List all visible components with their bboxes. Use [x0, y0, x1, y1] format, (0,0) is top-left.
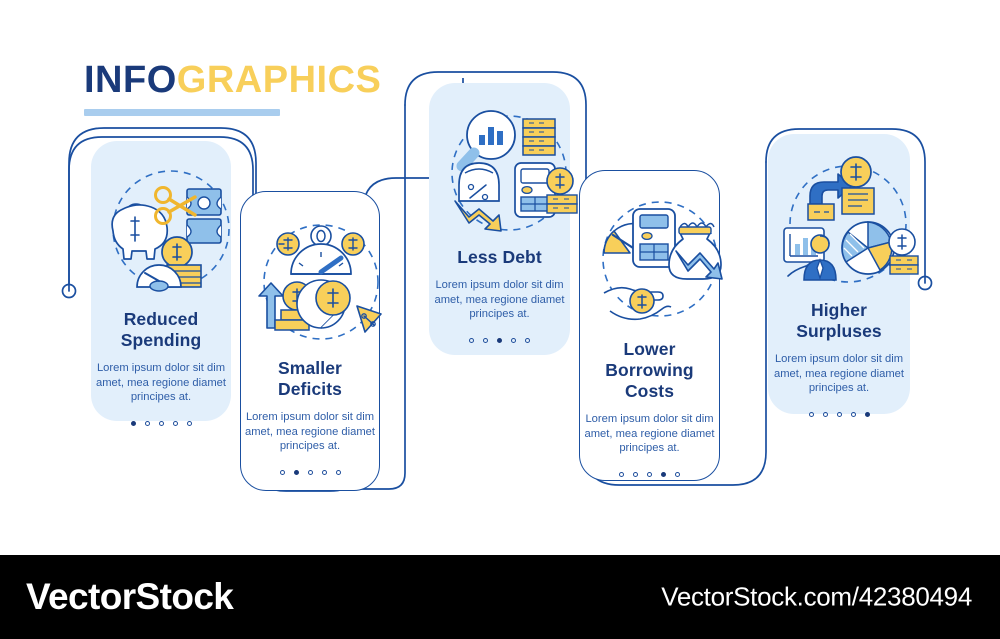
progress-dot[interactable] [158, 420, 164, 426]
step-card-3[interactable]: Less Debt Lorem ipsum dolor sit dim amet… [429, 83, 578, 355]
progress-dot[interactable] [307, 469, 313, 475]
step-card-3-body: Lorem ipsum dolor sit dim amet, mea regi… [434, 279, 565, 321]
uparrow-presenter-piechart-coins-icon [768, 150, 928, 300]
progress-dot[interactable] [321, 469, 327, 475]
gauge-arrow-piechart-percent-icon [241, 208, 401, 358]
title-underline [84, 109, 280, 116]
step-card-2-progress-dots[interactable] [279, 469, 341, 475]
title-part-graphics: GRAPHICS [176, 59, 382, 101]
progress-dot[interactable] [850, 411, 856, 417]
progress-dot[interactable] [525, 337, 530, 343]
progress-dot[interactable] [144, 420, 150, 426]
step-card-1-progress-dots[interactable] [130, 420, 192, 426]
progress-dot[interactable] [469, 337, 474, 343]
step-card-2[interactable]: Smaller Deficits Lorem ipsum dolor sit d… [240, 191, 382, 491]
progress-dot[interactable] [186, 420, 192, 426]
vectorstock-url: VectorStock.com/42380494 [661, 581, 972, 612]
step-card-2-title: Smaller Deficits [277, 358, 342, 399]
progress-dot[interactable] [808, 411, 814, 417]
step-card-5-progress-dots[interactable] [808, 411, 870, 417]
magnifier-chart-calculator-downarrow-icon [429, 97, 589, 247]
progress-dot[interactable] [633, 471, 638, 477]
progress-dot[interactable] [511, 337, 516, 343]
step-card-5-title: Higher Surpluses [796, 300, 882, 341]
step-card-5-body: Lorem ipsum dolor sit dim amet, mea regi… [774, 353, 904, 395]
progress-dot[interactable] [497, 337, 502, 343]
step-card-4-body: Lorem ipsum dolor sit dim amet, mea regi… [584, 413, 715, 455]
step-card-4-progress-dots[interactable] [619, 471, 680, 477]
progress-dot[interactable] [293, 469, 299, 475]
step-card-1-title: Reduced Spending [120, 309, 202, 350]
step-card-5[interactable]: Higher Surpluses Lorem ipsum dolor sit d… [768, 134, 919, 417]
step-card-1-body: Lorem ipsum dolor sit dim amet, mea regi… [96, 362, 226, 404]
progress-dot[interactable] [619, 471, 624, 477]
step-card-4[interactable]: Lower Borrowing Costs Lorem ipsum dolor … [579, 170, 723, 481]
progress-dot[interactable] [172, 420, 178, 426]
watermark-bar: VectorStock VectorStock.com/42380494 [0, 555, 1000, 639]
progress-dot[interactable] [335, 469, 341, 475]
step-card-2-body: Lorem ipsum dolor sit dim amet, mea regi… [245, 411, 375, 453]
progress-dot[interactable] [279, 469, 285, 475]
step-card-3-progress-dots[interactable] [469, 337, 530, 343]
step-card-3-title: Less Debt [457, 247, 542, 267]
piggy-bank-scissors-coins-icon [91, 159, 251, 309]
step-card-4-title: Lower Borrowing Costs [605, 339, 694, 401]
progress-dot[interactable] [661, 471, 666, 477]
progress-dot[interactable] [864, 411, 870, 417]
calculator-moneybag-hands-coin-icon [580, 189, 740, 339]
title-part-info: INFO [84, 59, 177, 101]
progress-dot[interactable] [836, 411, 842, 417]
step-card-1[interactable]: Reduced Spending Lorem ipsum dolor sit d… [91, 141, 231, 426]
vectorstock-logo: VectorStock [26, 576, 234, 617]
page-title: INFOGRAPHICS [84, 57, 381, 116]
connector-start-node [61, 283, 77, 299]
progress-dot[interactable] [675, 471, 680, 477]
progress-dot[interactable] [483, 337, 488, 343]
progress-dot[interactable] [130, 420, 136, 426]
progress-dot[interactable] [822, 411, 828, 417]
progress-dot[interactable] [647, 471, 652, 477]
infographic-canvas: INFOGRAPHICS [61, 57, 933, 492]
